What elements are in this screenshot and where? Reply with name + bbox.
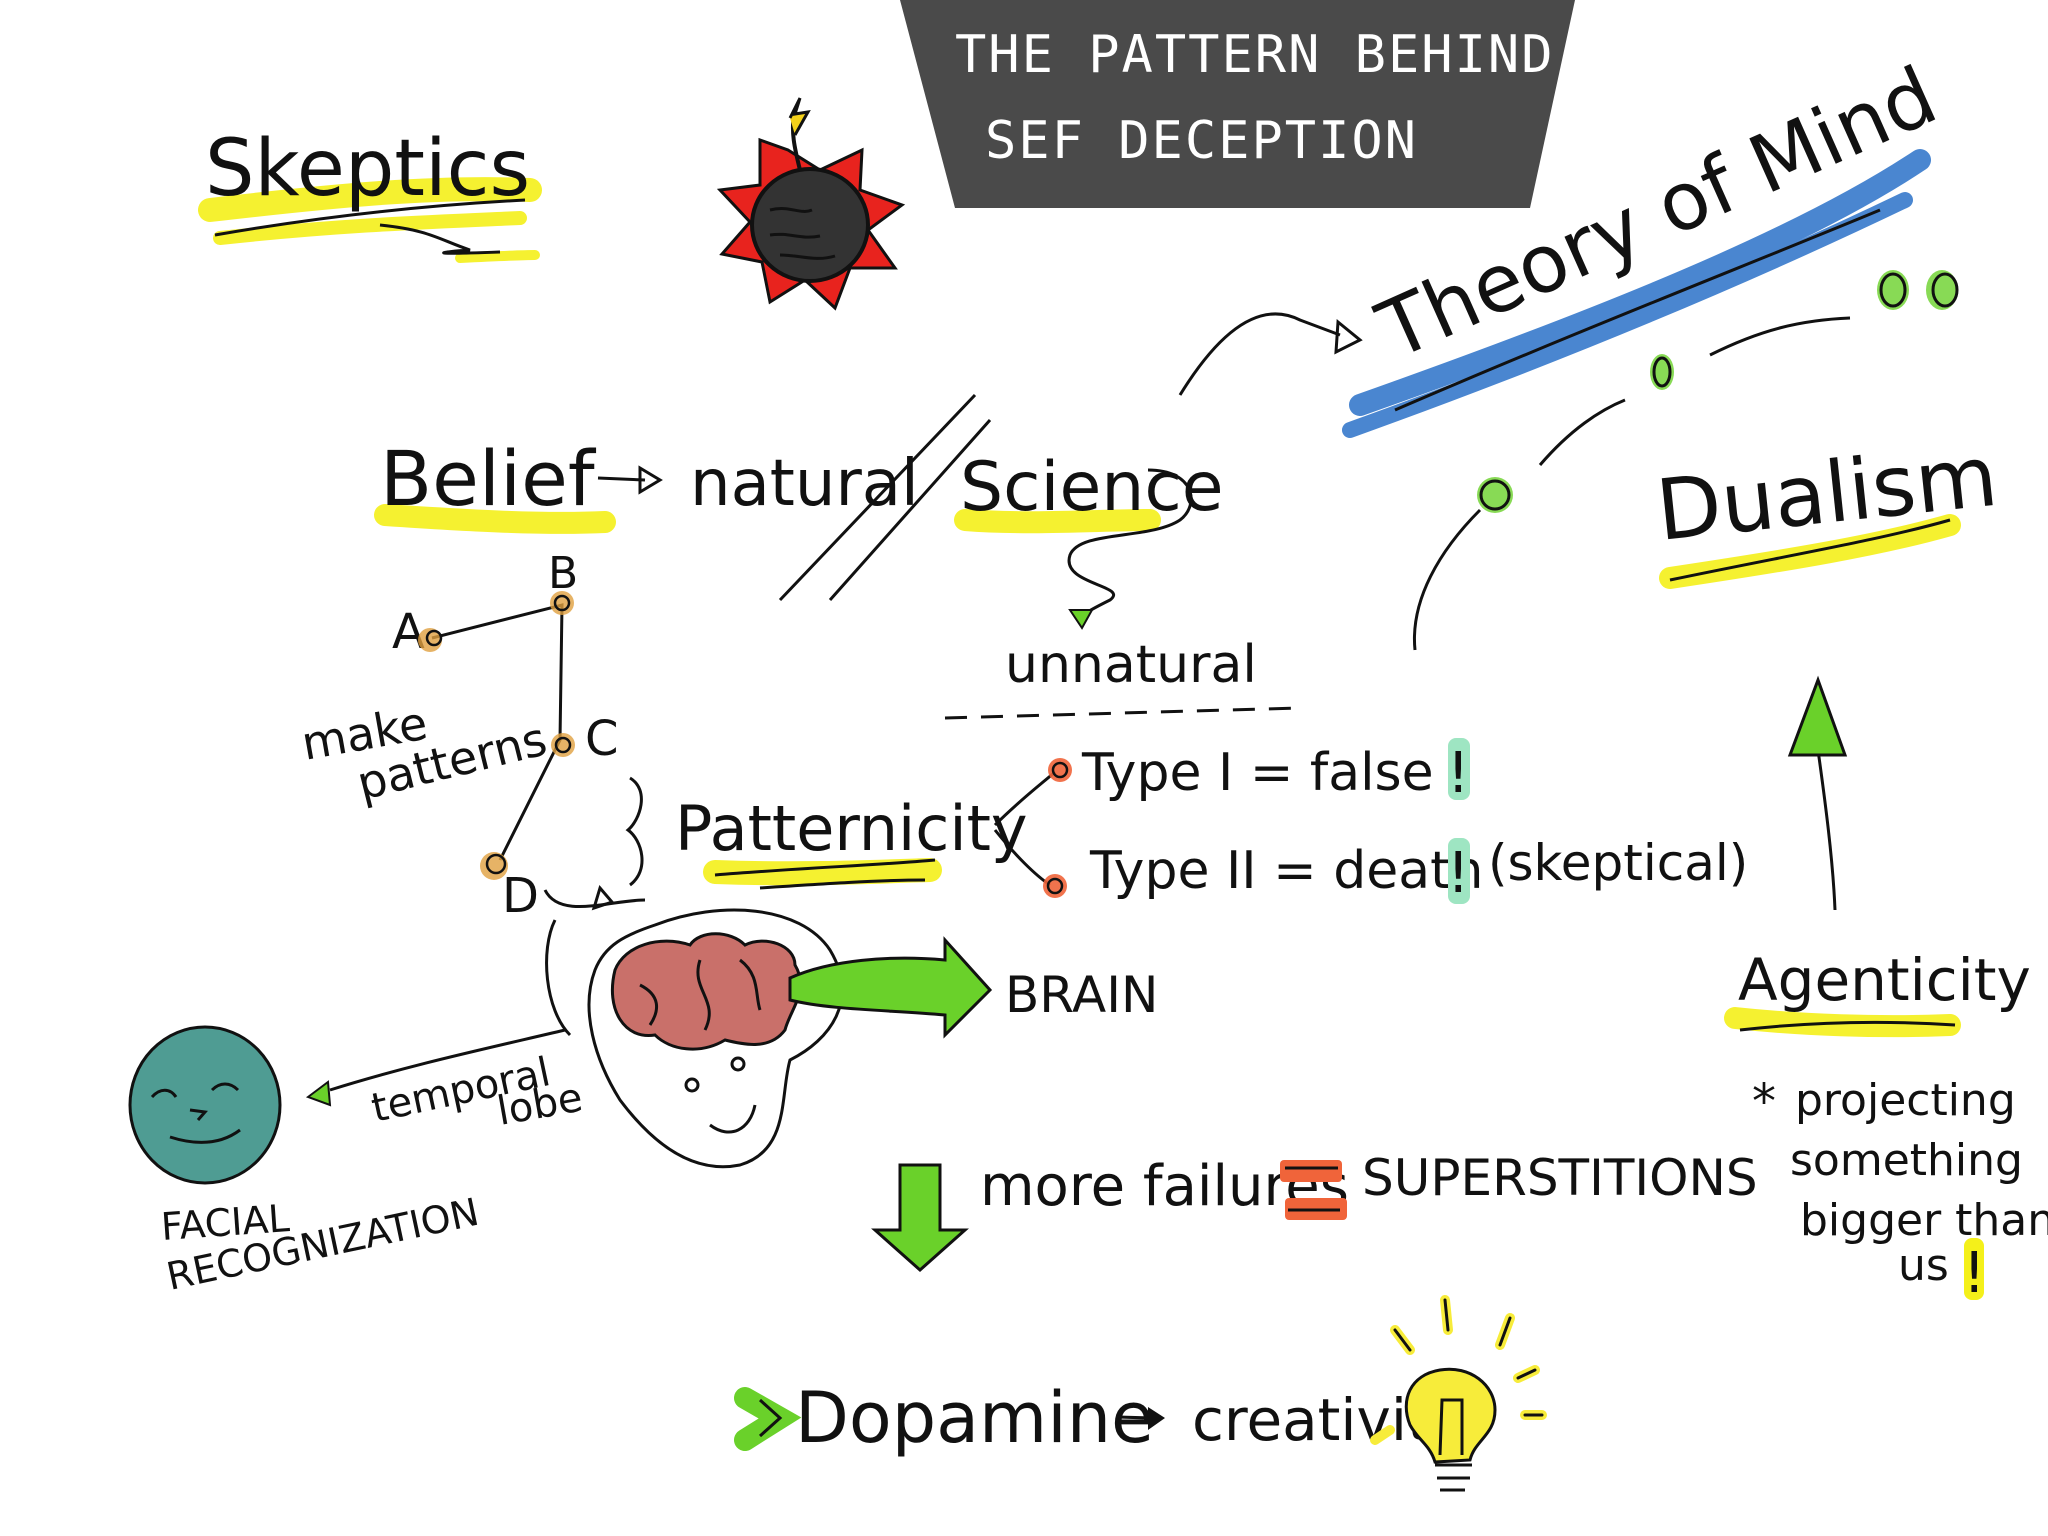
unnatural-label: unnatural — [1005, 635, 1257, 695]
belief-group: Belief natural Science unnatural — [374, 393, 1301, 720]
up-arrow-icon — [1787, 675, 1848, 757]
dualism-label: Dualism — [1652, 427, 2002, 560]
patternicity-label: Patternicity — [675, 792, 1028, 865]
bomb-icon — [716, 97, 906, 311]
dopamine-label: Dopamine — [795, 1377, 1154, 1459]
type-2-exclaim: ! — [1447, 841, 1469, 906]
unnatural-arrow-head — [1068, 609, 1094, 630]
star-bullet: * — [1752, 1074, 1776, 1130]
theory-dots — [1412, 270, 1959, 651]
type-2-note: (skeptical) — [1488, 834, 1748, 892]
projecting-line-3: bigger than — [1800, 1195, 2048, 1246]
type-1-label: Type I = false — [1081, 743, 1434, 803]
dopamine-arrow-head — [1148, 1407, 1165, 1430]
point-c-label: C — [585, 711, 619, 767]
face-icon — [128, 1025, 282, 1185]
projecting-line-1: projecting — [1795, 1075, 2016, 1126]
facial-recognization-line-1: FACIAL — [160, 1196, 291, 1249]
dopamine-group: Dopamine creativity — [734, 1377, 1464, 1459]
agenticity-label: Agenticity — [1738, 946, 2031, 1014]
dualism-group: Dualism — [1652, 427, 2002, 589]
projecting-line-2: something — [1790, 1135, 2023, 1186]
projecting-line-4: us — [1898, 1240, 1949, 1291]
pattern-points: A B C D make patterns — [298, 548, 619, 924]
title-line-1: THE PATTERN BEHIND — [955, 25, 1555, 85]
superstitions-label: SUPERSTITIONS — [1362, 1149, 1758, 1207]
point-d-label: D — [502, 868, 539, 924]
brain-arrow: BRAIN — [788, 936, 1158, 1039]
type-2-label: Type II = death — [1089, 841, 1483, 901]
skeptics-group: Skeptics — [198, 124, 542, 263]
point-a-label: A — [392, 604, 425, 660]
lightbulb-icon — [1370, 1295, 1547, 1492]
temporal-arrow-head — [305, 1080, 332, 1107]
belief-arrow-head — [638, 465, 663, 495]
agenticity-group: Agenticity * projecting something bigger… — [1724, 675, 2048, 1306]
brain-label: BRAIN — [1005, 966, 1158, 1024]
failures-group: more failures SUPERSTITIONS — [871, 1149, 1758, 1273]
right-arrow-icon — [1334, 318, 1363, 355]
belief-label: Belief — [380, 434, 597, 523]
skeptics-label: Skeptics — [205, 124, 530, 214]
projecting-exclaim: ! — [1963, 1241, 1985, 1306]
science-label: Science — [960, 448, 1224, 527]
down-arrow-icon — [871, 1163, 969, 1273]
natural-label: natural — [690, 447, 919, 521]
brain-icon — [543, 884, 844, 1169]
patternicity-group: Patternicity Type I = false ! Type II = … — [625, 738, 1748, 906]
title-line-2: SEF DECEPTION — [985, 111, 1418, 171]
title-box: THE PATTERN BEHIND SEF DECEPTION — [900, 0, 1575, 208]
type-1-exclaim: ! — [1447, 741, 1469, 806]
point-b-label: B — [548, 548, 578, 599]
